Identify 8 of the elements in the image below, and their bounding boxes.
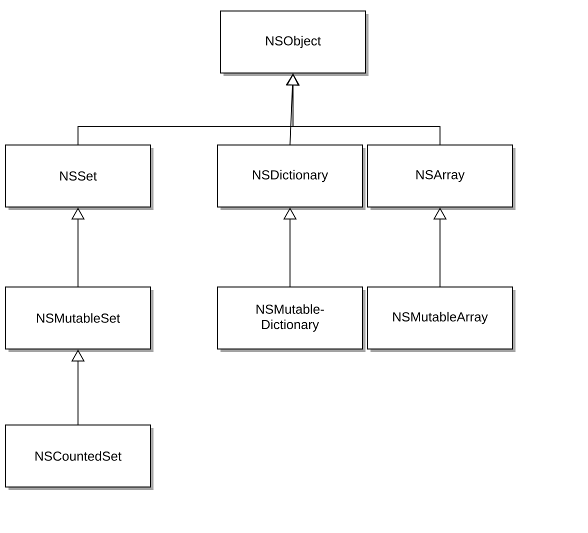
class-box: NSObject [220, 10, 369, 76]
class-box: NSMutableSet [5, 286, 154, 352]
class-box: NSMutable-Dictionary [217, 286, 366, 352]
class-box: NSMutableArray [367, 286, 516, 352]
class-box: NSArray [367, 144, 516, 210]
class-box: NSSet [5, 144, 154, 210]
class-box: NSCountedSet [5, 424, 154, 490]
class-box: NSDictionary [217, 144, 366, 210]
